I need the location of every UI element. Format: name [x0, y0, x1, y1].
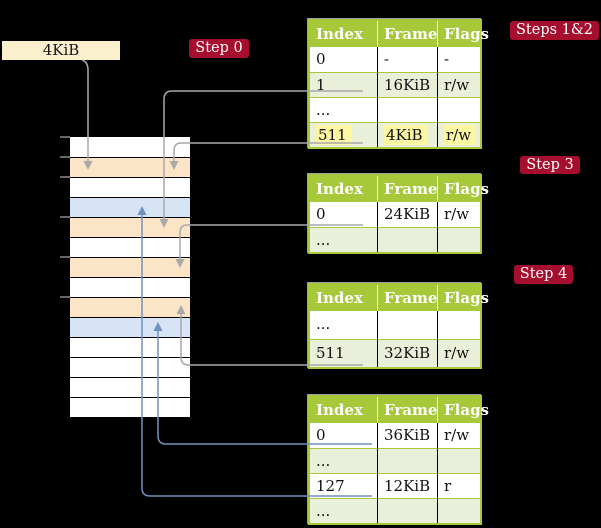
column-header: Flags: [437, 21, 489, 47]
table-row: ...: [310, 498, 480, 523]
column-header: Frame: [377, 285, 437, 311]
table-row: 1 16KiB r/w: [310, 72, 480, 97]
page-table-level3: Index Frame Flags ... 511 32KiB r/w: [308, 283, 489, 369]
table-header-row: Index Frame Flags: [310, 21, 489, 47]
column-header: Index: [310, 21, 377, 47]
badge-step-3: Step 3: [520, 156, 580, 174]
badge-step-4: Step 4: [514, 265, 573, 284]
page-size-label: 4KiB: [2, 41, 120, 60]
memory-row-free: [70, 277, 190, 297]
page-table-leaf: Index Frame Flags 0 36KiB r/w ... 127 12…: [308, 395, 489, 525]
memory-row-page-table: [70, 157, 190, 177]
table-header-row: Index Frame Flags: [310, 397, 489, 423]
memory-row-free: [70, 357, 190, 377]
memory-row-page-table: [70, 297, 190, 317]
highlight: r/w: [444, 125, 477, 145]
memory-row-free: [70, 337, 190, 357]
page-table-level2: Index Frame Flags 0 24KiB r/w ...: [308, 174, 489, 254]
column-header: Frame: [377, 397, 437, 423]
table-row: 0 - -: [310, 47, 480, 72]
memory-row-data-page: [70, 317, 190, 337]
table-row: ...: [310, 227, 480, 252]
table-header-row: Index Frame Flags: [310, 285, 489, 311]
memory-row-free: [70, 177, 190, 197]
memory-row-free: [70, 397, 190, 417]
memory-tick-marks: [60, 136, 70, 298]
column-header: Frame: [377, 176, 437, 202]
table-row: 0 24KiB r/w: [310, 202, 480, 227]
column-header: Flags: [437, 176, 489, 202]
memory-row-page-table: [70, 257, 190, 277]
badge-steps-1-2: Steps 1&2: [510, 21, 599, 40]
column-header: Flags: [437, 285, 489, 311]
table-row: 511 32KiB r/w: [310, 339, 480, 367]
table-row: 127 12KiB r: [310, 473, 480, 498]
table-row: ...: [310, 311, 480, 339]
column-header: Index: [310, 285, 377, 311]
highlight: 4KiB: [384, 125, 428, 145]
column-header: Index: [310, 176, 377, 202]
table-row: ...: [310, 97, 480, 122]
table-header-row: Index Frame Flags: [310, 176, 489, 202]
memory-row-free: [70, 237, 190, 257]
physical-memory-column: [70, 137, 190, 417]
memory-row-page-table: [70, 217, 190, 237]
memory-row-data-page: [70, 197, 190, 217]
table-row: 0 36KiB r/w: [310, 423, 480, 448]
memory-row-free: [70, 137, 190, 157]
highlight: 511: [316, 125, 352, 145]
table-row: ...: [310, 448, 480, 473]
column-header: Frame: [377, 21, 437, 47]
column-header: Flags: [437, 397, 489, 423]
page-table-root: Index Frame Flags 0 - - 1 16KiB r/w ... …: [308, 19, 489, 149]
column-header: Index: [310, 397, 377, 423]
badge-step-0: Step 0: [189, 39, 249, 58]
table-row-highlighted: 511 4KiB r/w: [310, 122, 480, 147]
memory-row-free: [70, 377, 190, 397]
